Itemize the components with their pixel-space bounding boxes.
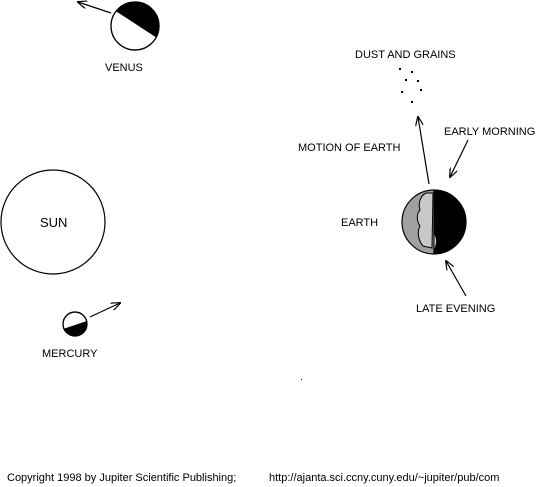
dust-grain xyxy=(420,89,422,91)
footer: Copyright 1998 by Jupiter Scientific Pub… xyxy=(7,472,547,486)
late-evening-arrow xyxy=(446,261,467,297)
dust-grain xyxy=(405,79,407,81)
mercury-label: MERCURY xyxy=(42,348,98,360)
venus xyxy=(110,1,160,51)
mercury-motion-arrow xyxy=(89,303,120,318)
earth-motion-arrow xyxy=(418,117,430,185)
dust-grain xyxy=(399,68,401,70)
dust-grain xyxy=(411,101,413,103)
dust-grain xyxy=(401,91,403,93)
earth-label: EARTH xyxy=(341,217,378,229)
sun-label: SUN xyxy=(40,215,67,230)
dust-grain xyxy=(411,71,413,73)
motion-label: MOTION OF EARTH xyxy=(298,142,401,154)
earth xyxy=(401,189,467,255)
source-url: http://ajanta.sci.ccny.cuny.edu/~jupiter… xyxy=(269,472,500,484)
venus-label: VENUS xyxy=(105,62,143,74)
dust-label: DUST AND GRAINS xyxy=(355,49,456,61)
mercury xyxy=(62,311,88,337)
dust-grains-cluster xyxy=(399,68,422,103)
venus-shadow xyxy=(111,2,159,46)
copyright-text: Copyright 1998 by Jupiter Scientific Pub… xyxy=(7,472,237,484)
late-evening-label: LATE EVENING xyxy=(416,303,495,315)
stray-dot xyxy=(301,379,302,380)
early-morning-arrow xyxy=(450,139,469,177)
earth-night-side xyxy=(434,190,466,254)
sun-icon xyxy=(0,169,106,275)
earth-continent xyxy=(416,192,434,249)
venus-motion-arrow xyxy=(78,2,112,14)
early-morning-label: EARLY MORNING xyxy=(444,126,535,138)
dust-grain xyxy=(417,80,419,82)
